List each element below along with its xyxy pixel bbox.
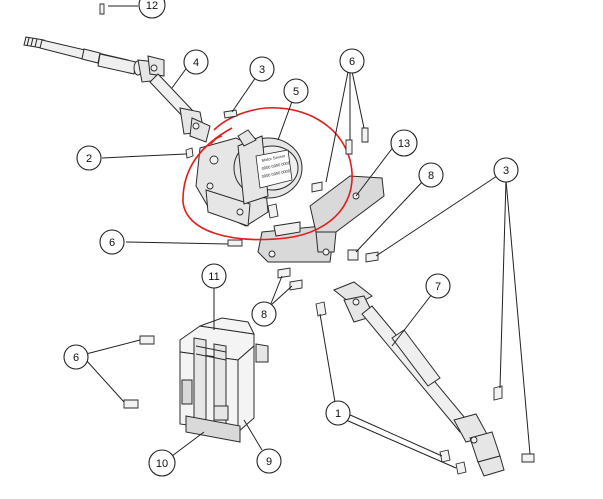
callout-9-label: 9: [266, 456, 272, 468]
callout-8-right: 8: [418, 162, 444, 188]
callout-9: 9: [256, 448, 282, 474]
callout-11: 11: [201, 263, 227, 289]
callout-5-label: 5: [293, 86, 299, 98]
control-module: [179, 317, 269, 443]
callout-6-ecu: 6: [63, 344, 89, 370]
upper-steering-shaft: [23, 36, 211, 143]
callout-13-label: 13: [398, 138, 410, 150]
lower-intermediate-shaft: [333, 281, 505, 477]
callout-5: 5: [283, 78, 309, 104]
callout-8-right-label: 8: [428, 170, 434, 182]
callout-12-label: 12: [146, 0, 158, 12]
fastener-bolts: [99, 3, 535, 475]
callout-8-lower: 8: [251, 301, 277, 327]
callout-1: 1: [325, 400, 351, 426]
callout-7-label: 7: [435, 281, 441, 293]
callout-6-left: 6: [99, 229, 125, 255]
callout-4-label: 4: [193, 57, 199, 69]
callout-2: 2: [76, 145, 102, 171]
callout-6-left-label: 6: [109, 237, 115, 249]
callout-11-label: 11: [208, 271, 219, 283]
motor-label-line-1: Motor Sensor: [261, 153, 286, 163]
callout-6-ecu-label: 6: [73, 352, 79, 364]
steering-gear-motor: Motor Sensor 0000 0000 0000 0000 0000 00…: [195, 129, 303, 227]
callout-12: 12: [138, 0, 166, 19]
highlight-ring: [182, 107, 353, 241]
callout-2-label: 2: [86, 153, 92, 165]
motor-label-line-2: 0000 0000 0000: [261, 160, 291, 171]
callout-3-right: 3: [493, 157, 519, 183]
leader-lines: [85, 5, 531, 469]
callout-4: 4: [183, 49, 209, 75]
callout-8-lower-label: 8: [261, 309, 267, 321]
callout-3-right-label: 3: [503, 165, 509, 177]
callout-6-top: 6: [339, 48, 365, 74]
motor-label-line-3: 0000 0000 0000: [261, 168, 291, 179]
callout-13: 13: [390, 129, 418, 157]
callout-1-label: 1: [335, 408, 341, 420]
callout-6-top-label: 6: [349, 56, 355, 68]
callout-3-top-label: 3: [259, 64, 265, 76]
callout-7: 7: [425, 273, 451, 299]
callout-3-top: 3: [249, 56, 275, 82]
mounting-bracket: [257, 175, 385, 263]
callout-10: 10: [148, 449, 176, 477]
callout-10-label: 10: [156, 458, 168, 470]
